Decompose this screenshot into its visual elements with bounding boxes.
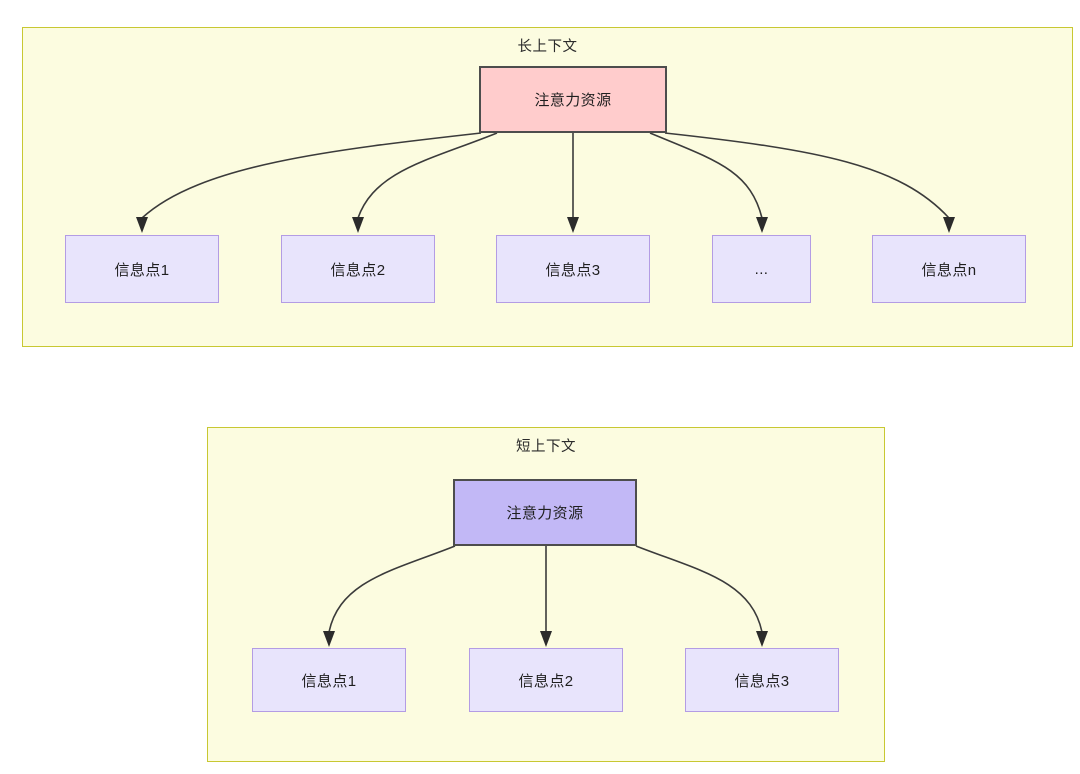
node-attention-resource-short[interactable]: 注意力资源 xyxy=(453,479,637,546)
group-short-context-title: 短上下文 xyxy=(516,439,576,455)
node-info-point-2-long-label: 信息点2 xyxy=(330,261,386,279)
node-info-point-ellipsis-long[interactable]: ... xyxy=(712,235,811,303)
node-info-point-3-long-label: 信息点3 xyxy=(545,261,601,279)
group-long-context-title: 长上下文 xyxy=(517,39,578,55)
node-info-point-2-long[interactable]: 信息点2 xyxy=(281,235,435,303)
node-attention-resource-short-label: 注意力资源 xyxy=(506,505,584,522)
node-info-point-3-short-label: 信息点3 xyxy=(734,672,790,690)
node-info-point-1-long[interactable]: 信息点1 xyxy=(65,235,219,303)
node-info-point-3-long[interactable]: 信息点3 xyxy=(496,235,650,303)
node-info-point-2-short-label: 信息点2 xyxy=(518,672,574,690)
node-info-point-1-long-label: 信息点1 xyxy=(114,261,170,279)
node-info-point-ellipsis-long-label: ... xyxy=(754,260,769,278)
node-attention-resource-long[interactable]: 注意力资源 xyxy=(479,66,667,133)
node-info-point-n-long[interactable]: 信息点n xyxy=(872,235,1026,303)
node-info-point-3-short[interactable]: 信息点3 xyxy=(685,648,839,712)
node-attention-resource-long-label: 注意力资源 xyxy=(534,92,612,109)
node-info-point-2-short[interactable]: 信息点2 xyxy=(469,648,623,712)
node-info-point-1-short[interactable]: 信息点1 xyxy=(252,648,406,712)
node-info-point-1-short-label: 信息点1 xyxy=(301,672,357,690)
node-info-point-n-long-label: 信息点n xyxy=(921,261,977,279)
